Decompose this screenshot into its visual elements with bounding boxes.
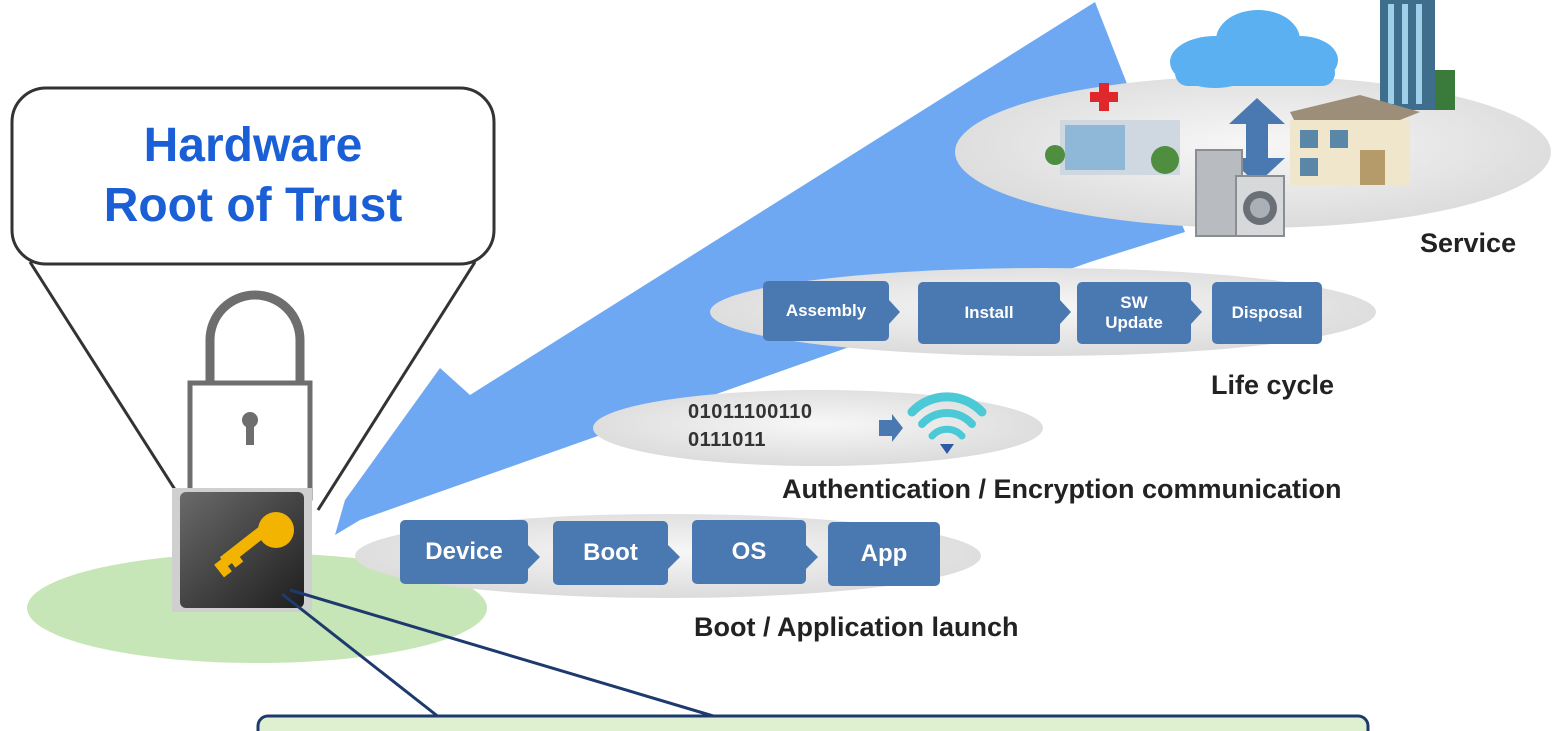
step-install: Install — [918, 282, 1060, 344]
root-of-trust-line1: Hardware — [143, 119, 363, 172]
binary-line2: 0111011 — [688, 429, 767, 451]
auth-ellipse — [593, 390, 1043, 466]
step-device: Device — [400, 520, 528, 584]
step-sw-update-line2: Update — [1105, 313, 1163, 332]
callout-line-left — [28, 261, 190, 511]
boot-caption: Boot / Application launch — [694, 612, 1019, 642]
house-icon — [1290, 95, 1420, 185]
boot-chevrons — [528, 545, 818, 569]
step-boot: Boot — [553, 521, 668, 585]
building-icon — [1380, 0, 1455, 110]
key-chip-icon — [172, 488, 312, 612]
wifi-icon — [907, 392, 987, 454]
root-of-trust-line2: Root of Trust — [103, 179, 403, 232]
hospital-icon — [1045, 83, 1180, 175]
step-app: App — [828, 522, 940, 586]
padlock-icon — [187, 290, 313, 501]
callout-line-right — [316, 261, 477, 511]
step-assembly: Assembly — [763, 281, 889, 341]
cloud-icon — [1170, 10, 1338, 88]
binary-text: 01011100110 0111011 — [688, 398, 813, 454]
callout-line-bottom-right — [289, 588, 721, 720]
step-sw-update: SW Update — [1077, 282, 1191, 344]
step-disposal: Disposal — [1212, 282, 1322, 344]
step-sw-update-line1: SW — [1120, 293, 1148, 313]
callout-line-bottom-left — [281, 592, 441, 720]
root-of-trust-box — [10, 86, 496, 266]
bottom-panel — [256, 714, 1370, 731]
step-os: OS — [692, 520, 806, 584]
auth-caption: Authentication / Encryption communicatio… — [782, 474, 1342, 504]
root-of-trust-title: Hardware Root of Trust — [10, 86, 496, 266]
lifecycle-caption: Life cycle — [1211, 370, 1335, 400]
auth-arrow — [879, 414, 903, 442]
lifecycle-chevrons — [889, 300, 1202, 324]
service-caption: Service — [1420, 228, 1517, 258]
binary-line1: 01011100110 — [688, 401, 813, 423]
appliance-icon — [1195, 149, 1285, 237]
